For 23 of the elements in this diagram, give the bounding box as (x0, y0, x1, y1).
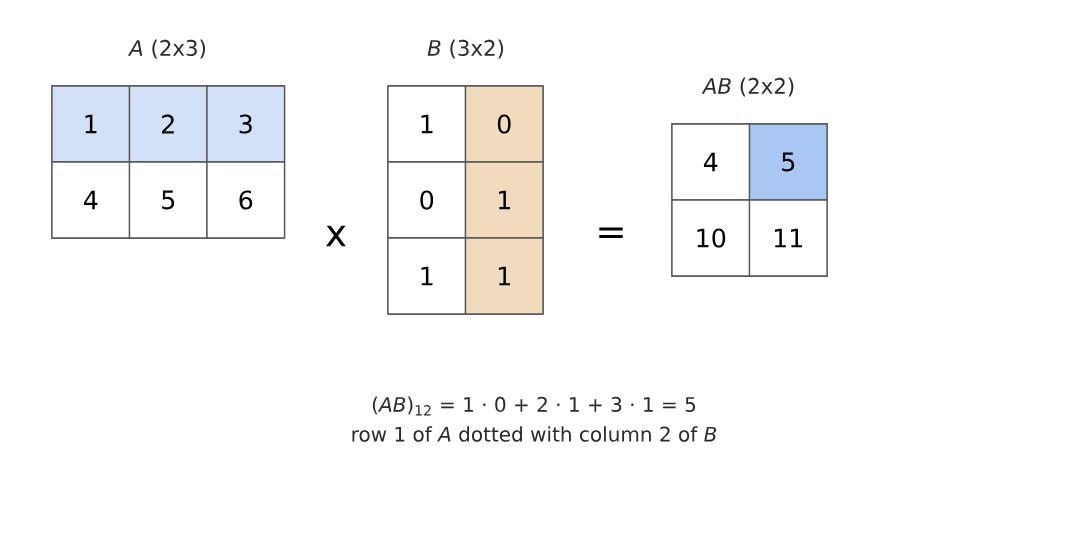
formula: (AB)$_{12}$ = 1 · 0 + 2 · 1 + 3 · 1 = 5 (372, 396, 696, 416)
matrix-cell: 3 (206, 85, 286, 163)
matrix-cell: 5 (128, 161, 208, 239)
matrix-cell: 5 (748, 123, 828, 201)
matrix-cell: 11 (748, 199, 828, 277)
matrix-cell: 1 (387, 85, 467, 163)
matrix-cell: 1 (464, 161, 544, 239)
multiplication-sign: x (326, 225, 346, 247)
matrix-cell: 1 (464, 237, 544, 315)
matrix-cell: 2 (128, 85, 208, 163)
matrix-cell: 1 (387, 237, 467, 315)
matrix-cell: 0 (387, 161, 467, 239)
matrix-title: B (3x2) (427, 39, 504, 59)
matrix-cell: 4 (671, 123, 751, 201)
matrix-cell: 0 (464, 85, 544, 163)
matrix-title: AB (2x2) (701, 77, 794, 97)
matrix-cell: 1 (51, 85, 131, 163)
matrix-cell: 10 (671, 199, 751, 277)
caption-text: row 1 of A dotted with column 2 of B (352, 426, 717, 442)
matrix-title: A (2x3) (128, 39, 206, 59)
matrix-cell: 4 (51, 161, 131, 239)
equals-sign: = (599, 227, 623, 239)
matrix-cell: 6 (206, 161, 286, 239)
